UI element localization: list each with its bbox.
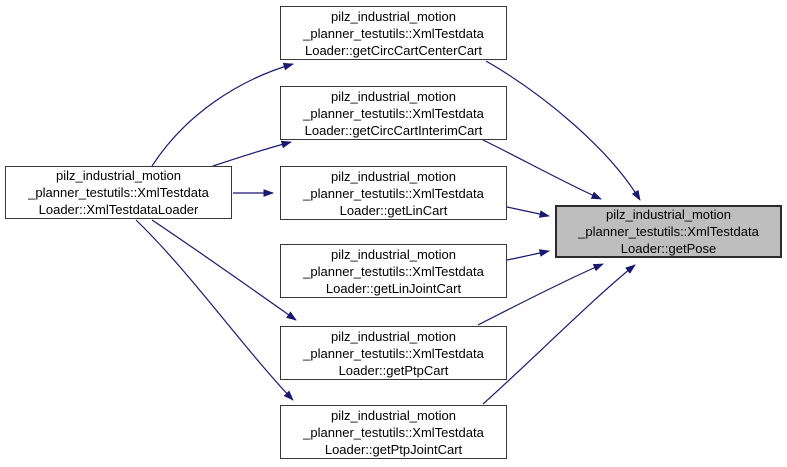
- graph-node-get-lin-joint-cart[interactable]: pilz_industrial_motion_planner_testutils…: [280, 244, 507, 298]
- graph-node-label-line: _planner_testutils::XmlTestdata: [303, 263, 484, 279]
- graph-node-label-line: Loader::getPtpJointCart: [324, 441, 463, 457]
- graph-node-label-line: pilz_industrial_motion: [330, 8, 456, 24]
- graph-node-label-line: _planner_testutils::XmlTestdata: [28, 185, 209, 200]
- graph-node-label-line: Loader::XmlTestdataLoader: [38, 202, 199, 217]
- graph-node-label-line: pilz_industrial_motion: [605, 207, 731, 222]
- edge-get-lin-joint-cart-to-get-pose: [506, 249, 550, 261]
- graph-node-label-line: Loader::getLinJointCart: [325, 280, 462, 296]
- graph-node-label-line: _planner_testutils::XmlTestdata: [303, 345, 484, 361]
- graph-node-get-ptp-joint-cart[interactable]: pilz_industrial_motion_planner_testutils…: [280, 405, 507, 459]
- edge-get-circ-cart-center-cart-to-get-pose: [485, 60, 641, 201]
- graph-node-get-pose: pilz_industrial_motion _planner_testutils…: [555, 205, 782, 258]
- edge-xml-testdata-loader-ctor-to-get-ptp-joint-cart: [135, 219, 294, 401]
- graph-node-label-line: _planner_testutils::XmlTestdata: [578, 224, 759, 239]
- graph-node-label-line: _planner_testutils::XmlTestdata: [303, 424, 484, 440]
- edge-get-circ-cart-interim-cart-to-get-pose: [482, 139, 602, 200]
- edge-xml-testdata-loader-ctor-to-get-circ-cart-center-cart: [151, 62, 294, 167]
- graph-node-xml-testdata-loader-ctor[interactable]: pilz_industrial_motion _planner_testutils…: [5, 166, 232, 219]
- edge-xml-testdata-loader-ctor-to-get-ptp-cart: [151, 219, 297, 321]
- graph-node-label-line: _planner_testutils::XmlTestdata: [303, 185, 484, 201]
- graph-node-label-line: pilz_industrial_motion: [330, 168, 456, 184]
- graph-node-get-circ-cart-interim-cart[interactable]: pilz_industrial_motion_planner_testutils…: [280, 86, 507, 140]
- graph-node-get-ptp-cart[interactable]: pilz_industrial_motion_planner_testutils…: [280, 326, 507, 380]
- edge-get-ptp-cart-to-get-pose: [477, 263, 604, 326]
- graph-node-label-line: pilz_industrial_motion: [330, 407, 456, 423]
- edge-get-ptp-joint-cart-to-get-pose: [482, 264, 636, 405]
- edge-get-lin-cart-to-get-pose: [506, 206, 550, 218]
- graph-node-label-line: _planner_testutils::XmlTestdata: [303, 25, 484, 41]
- graph-node-label-line: Loader::getPtpCart: [338, 362, 449, 378]
- graph-node-label-line: Loader::getCircCartCenterCart: [304, 42, 483, 58]
- graph-node-label-line: Loader::getCircCartInterimCart: [304, 122, 483, 138]
- graph-node-get-circ-cart-center-cart[interactable]: pilz_industrial_motion_planner_testutils…: [280, 6, 507, 60]
- edge-xml-testdata-loader-ctor-to-get-circ-cart-interim-cart: [212, 140, 292, 167]
- graph-node-get-lin-cart[interactable]: pilz_industrial_motion_planner_testutils…: [280, 166, 507, 220]
- graph-node-label-line: pilz_industrial_motion: [330, 88, 456, 104]
- graph-node-label-line: _planner_testutils::XmlTestdata: [303, 105, 484, 121]
- graph-node-label-line: Loader::getLinCart: [339, 202, 448, 218]
- graph-node-label-line: pilz_industrial_motion: [55, 168, 181, 183]
- graph-node-label-line: pilz_industrial_motion: [330, 328, 456, 344]
- graph-node-label-line: Loader::getPose: [620, 241, 717, 256]
- graph-node-label-line: pilz_industrial_motion: [330, 246, 456, 262]
